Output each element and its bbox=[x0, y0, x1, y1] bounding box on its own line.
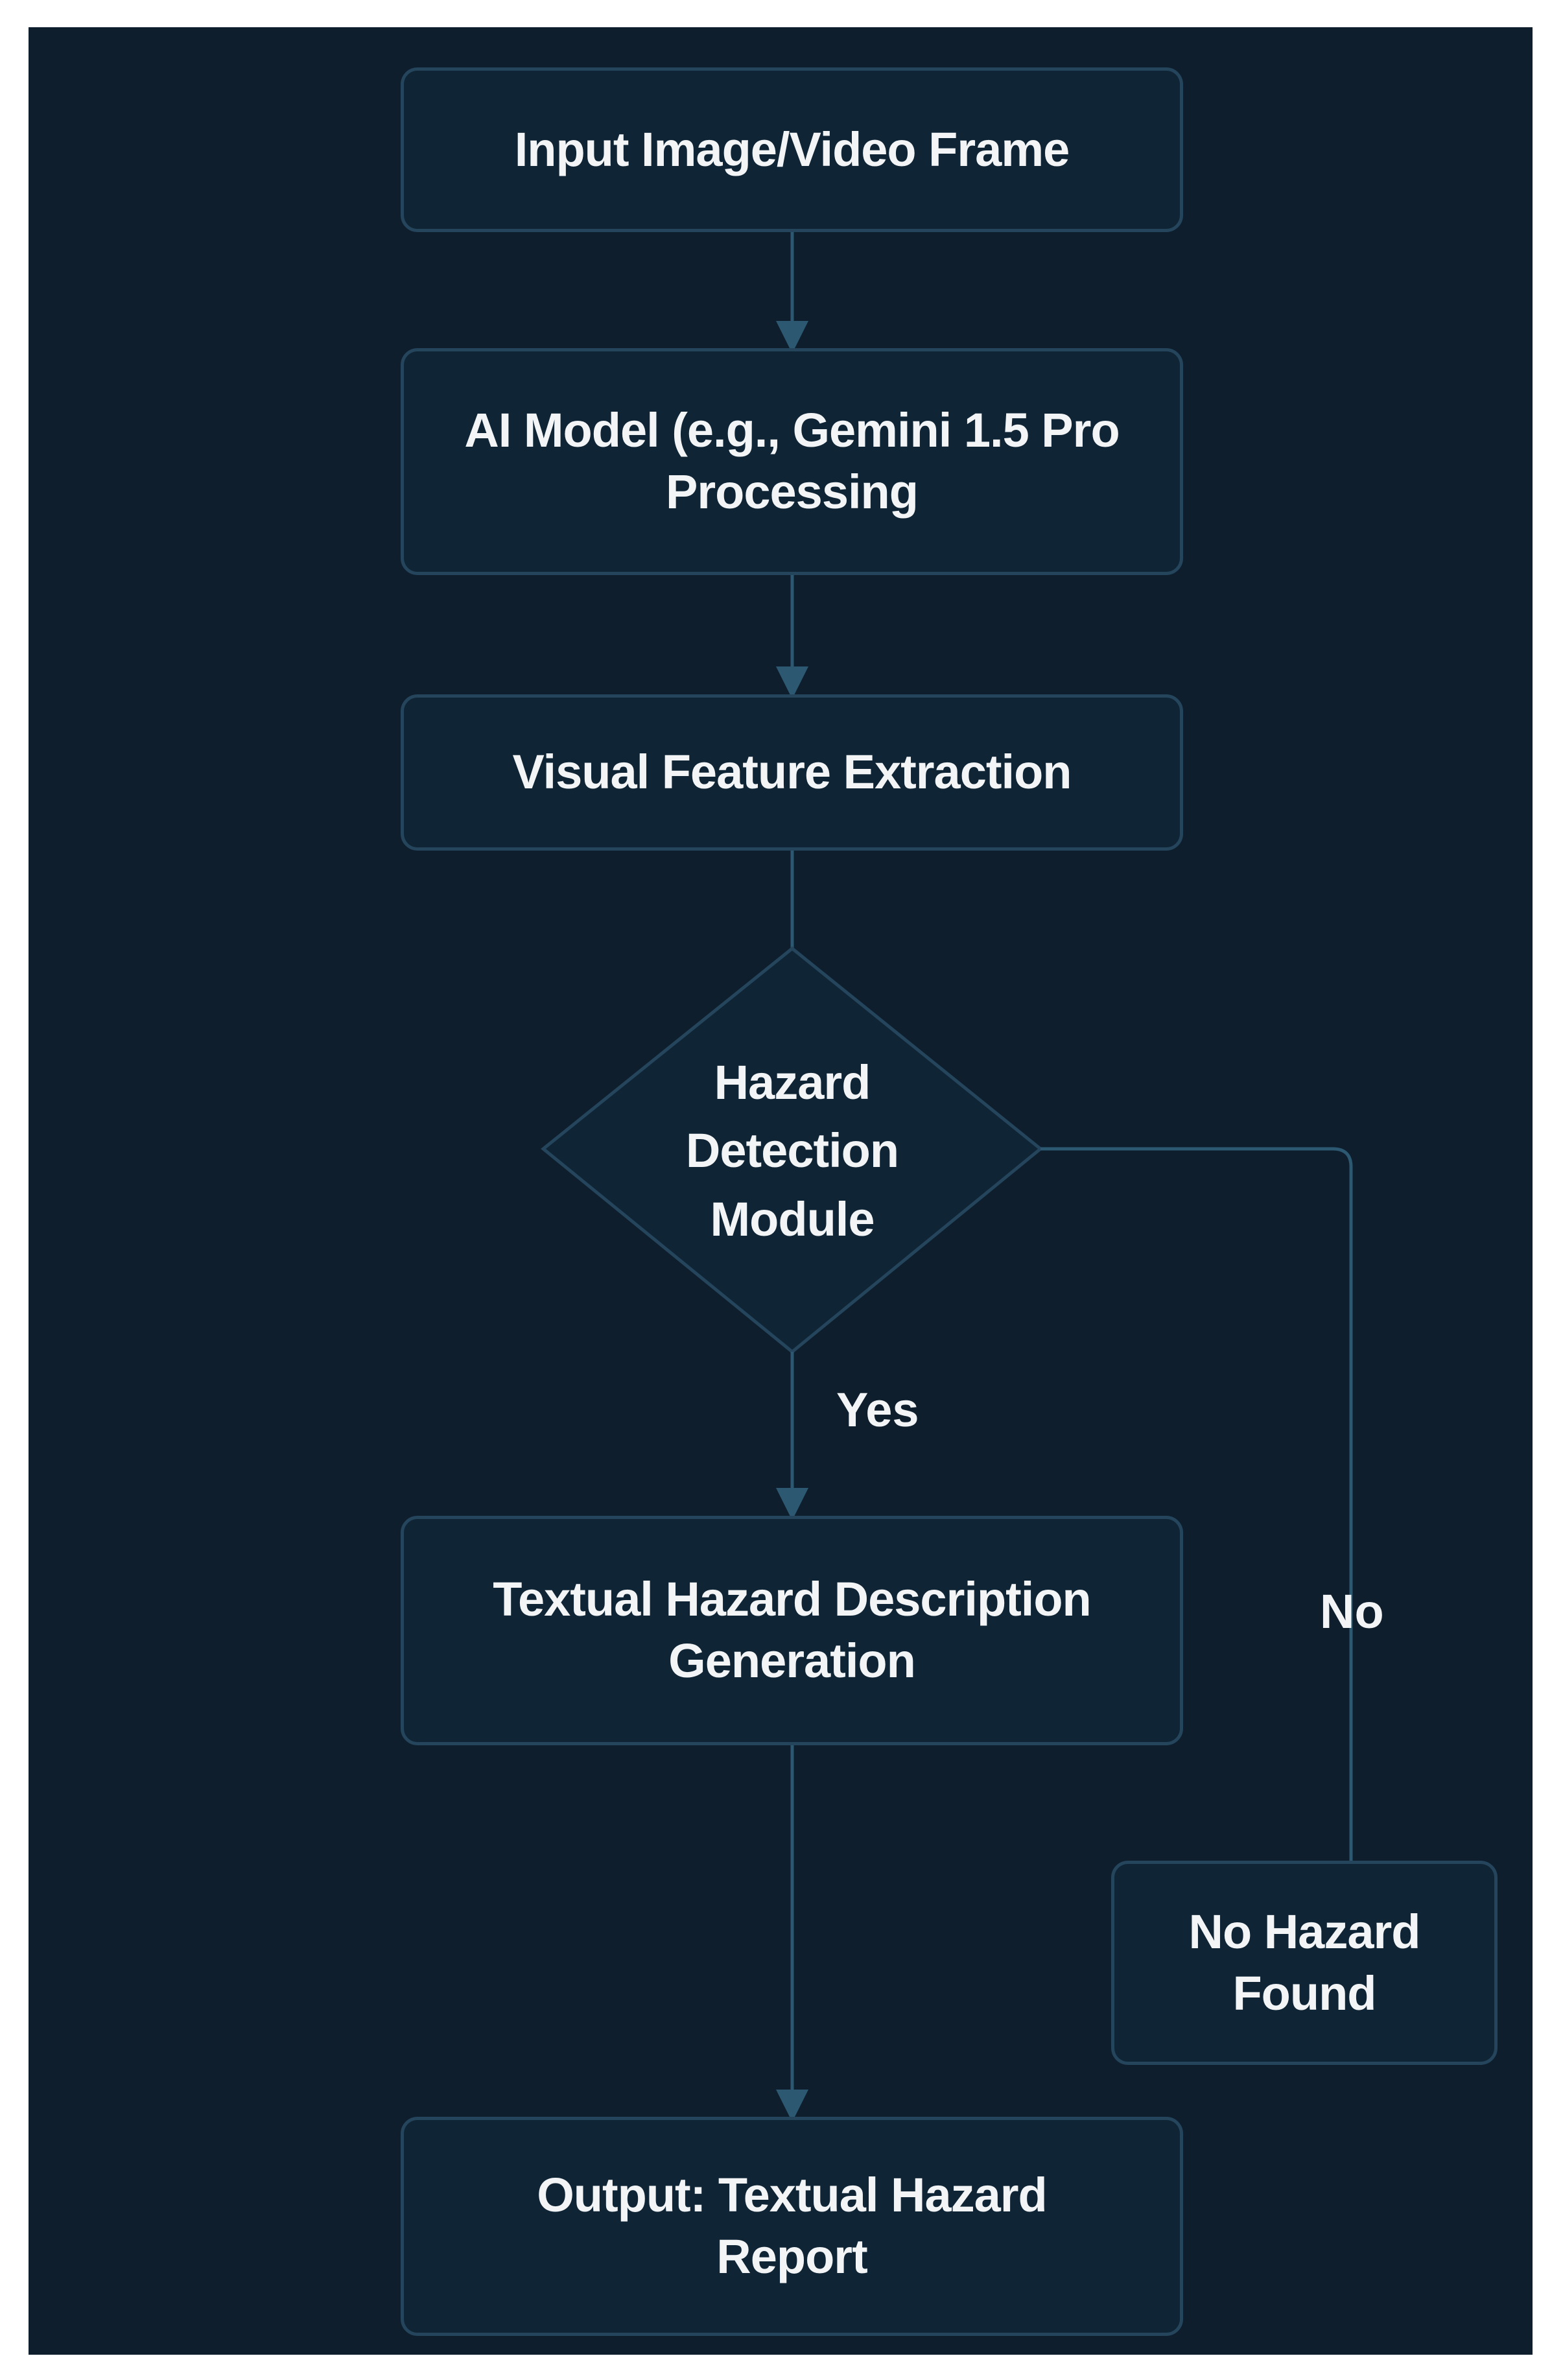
describe-node: Textual Hazard Description Generation bbox=[401, 1516, 1183, 1745]
detect-node: Hazard Detection Module bbox=[648, 1031, 936, 1271]
input-node-label: Input Image/Video Frame bbox=[514, 122, 1070, 176]
model-node-label: AI Model (e.g., Gemini 1.5 Pro Processin… bbox=[464, 403, 1120, 519]
output-node-label: Output: Textual Hazard Report bbox=[537, 2168, 1048, 2283]
extract-node-label: Visual Feature Extraction bbox=[512, 745, 1072, 799]
edge-detect-to-none bbox=[1040, 1147, 1353, 1862]
describe-node-label: Textual Hazard Description Generation bbox=[493, 1572, 1092, 1688]
output-node: Output: Textual Hazard Report bbox=[401, 2117, 1183, 2336]
no-label: No bbox=[1320, 1585, 1384, 1638]
detect-node-label: Hazard Detection Module bbox=[685, 1055, 899, 1246]
none-node-label: No Hazard Found bbox=[1188, 1904, 1421, 2020]
input-node: Input Image/Video Frame bbox=[401, 67, 1183, 232]
none-node: No Hazard Found bbox=[1111, 1861, 1498, 2065]
yes-label: Yes bbox=[836, 1383, 919, 1437]
model-node: AI Model (e.g., Gemini 1.5 Pro Processin… bbox=[401, 348, 1183, 575]
extract-node: Visual Feature Extraction bbox=[401, 694, 1183, 851]
